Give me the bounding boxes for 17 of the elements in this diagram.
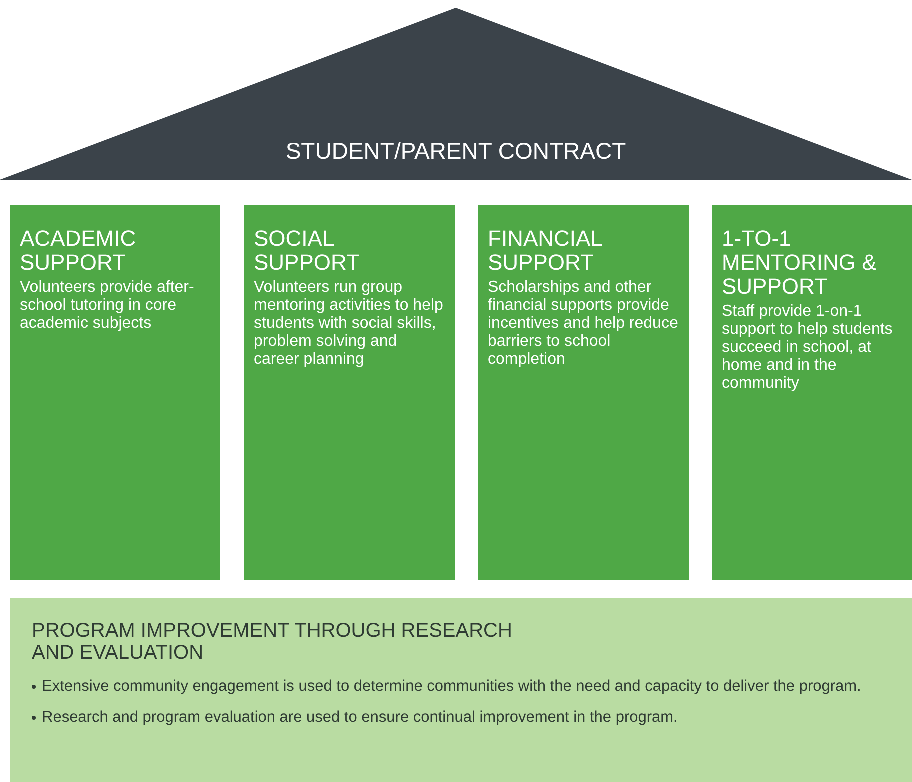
pillar (712, 205, 912, 580)
pillar-description: Volunteers run group mentoring activities to help students with social skills, problem solving and career planning (254, 279, 444, 369)
pillar-heading: SOCIAL SUPPORT (254, 227, 361, 275)
pillar-description: Staff provide 1-on-1 support to help students succeed in school, at home and in the community (722, 303, 894, 393)
pillar-heading: ACADEMIC SUPPORT (20, 227, 138, 275)
pillar-heading: 1-TO-1 MENTORING & SUPPORT (722, 227, 878, 299)
pillar (478, 205, 689, 580)
roof-title: STUDENT/PARENT CONTRACT (284, 137, 628, 166)
pillar (10, 205, 220, 580)
pillar (244, 205, 455, 580)
bullet-item: Extensive community engagement is used to determine communities with the need and capacity to deliver the program. (42, 677, 862, 697)
pillar-description: Scholarships and other financial supports provide incentives and help reduce barriers to school completion (488, 279, 679, 369)
pillar-description: Volunteers provide after-school tutoring in core academic subjects (20, 279, 196, 333)
foundation-heading: PROGRAM IMPROVEMENT THROUGH RESEARCH AND EVALUATION (32, 620, 514, 664)
pillar-heading: FINANCIAL SUPPORT (488, 227, 604, 275)
foundation-band (10, 598, 912, 782)
bullet-item: Research and program evaluation are used to ensure continual improvement in the program. (42, 708, 679, 728)
